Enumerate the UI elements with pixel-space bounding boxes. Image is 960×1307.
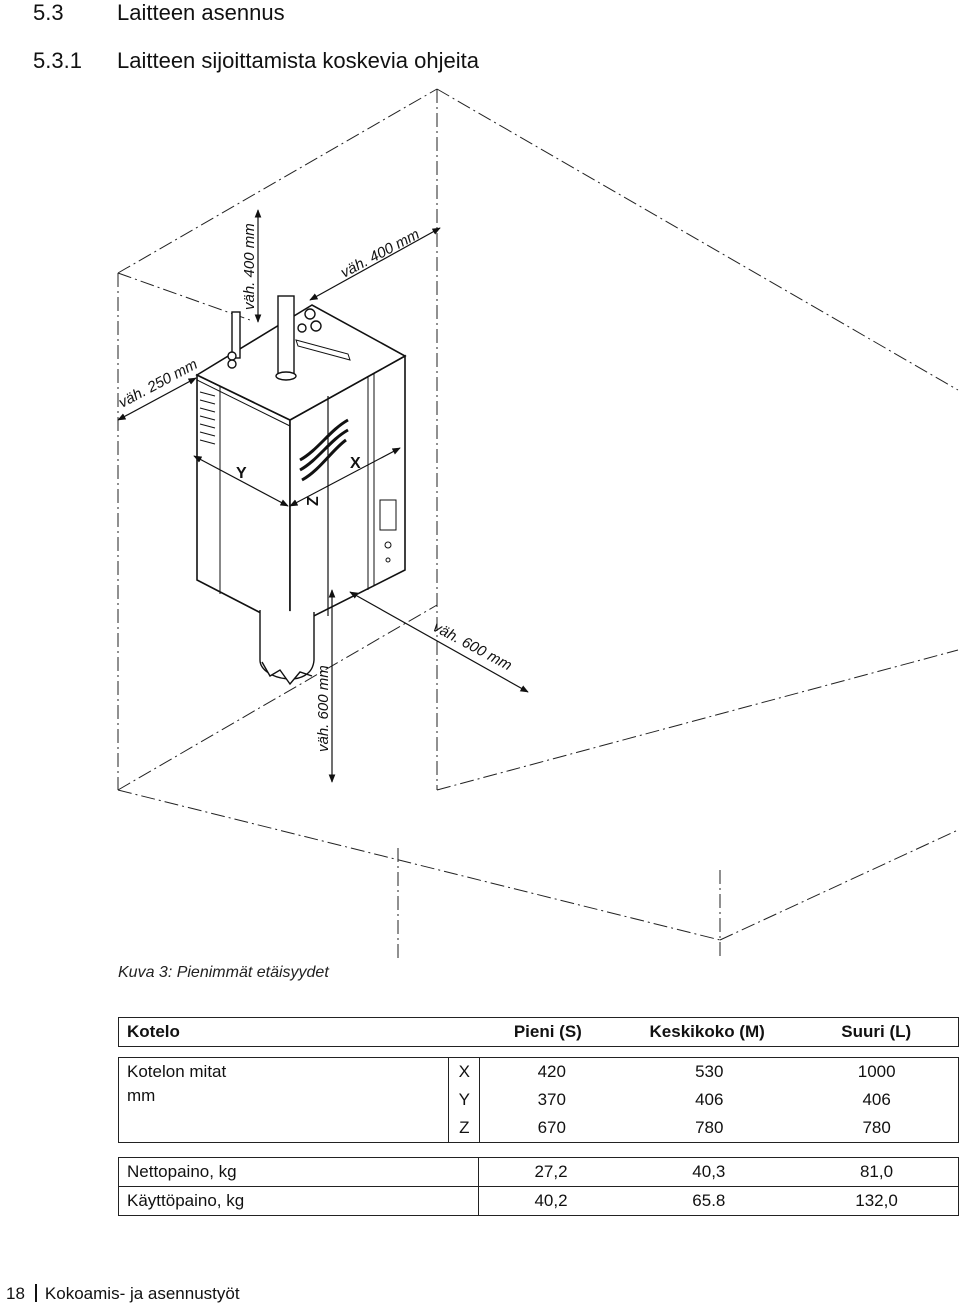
footer-section: Kokoamis- ja asennustyöt <box>44 1284 240 1303</box>
subheading-number: 5.3.1 <box>33 48 82 73</box>
dims-value: 406 <box>862 1090 891 1109</box>
header-small: Pieni (S) <box>513 1022 582 1041</box>
dims-row-z: Z 670 780 780 <box>118 1114 959 1143</box>
dims-value: 670 <box>537 1118 566 1137</box>
dims-row-x: Kotelon mitat X 420 530 1000 <box>118 1057 959 1086</box>
dims-label: Kotelon mitat <box>118 1057 450 1086</box>
weight-row-operating: Käyttöpaino, kg 40,2 65.8 132,0 <box>118 1186 959 1216</box>
weight-row-net: Nettopaino, kg 27,2 40,3 81,0 <box>118 1157 959 1187</box>
footer-separator <box>34 1284 37 1302</box>
dims-value: 530 <box>695 1062 724 1081</box>
figure-caption: Kuva 3: Pienimmät etäisyydet <box>118 964 329 981</box>
axis-x-label: X <box>350 455 361 472</box>
weight-label: Nettopaino, kg <box>118 1157 480 1187</box>
axis-y-label: Y <box>236 465 247 482</box>
header-medium: Keskikoko (M) <box>649 1022 765 1041</box>
spec-table-dimensions: Kotelon mitat X 420 530 1000 mm Y 370 40… <box>118 1057 959 1143</box>
heading-number: 5.3 <box>33 0 64 25</box>
dim-left-label: väh. 250 mm <box>116 356 201 412</box>
dims-row-y: mm Y 370 406 406 <box>118 1086 959 1114</box>
dims-value: 420 <box>537 1062 566 1081</box>
weight-value: 40,2 <box>534 1191 568 1210</box>
dim-top-label: väh. 400 mm <box>241 223 258 310</box>
spec-table-header: Kotelo Pieni (S) Keskikoko (M) Suuri (L) <box>118 1017 959 1047</box>
dims-value: 780 <box>695 1118 724 1137</box>
clearance-diagram: väh. 400 mm väh. 400 mm väh. 250 mm väh.… <box>116 88 959 960</box>
dims-value: 780 <box>862 1118 891 1137</box>
dim-bottom-label: väh. 600 mm <box>315 665 332 752</box>
dims-unit: mm <box>118 1086 450 1114</box>
header-row: Kotelo Pieni (S) Keskikoko (M) Suuri (L) <box>119 1018 959 1047</box>
dims-axis: Z <box>448 1114 481 1143</box>
spec-table-weights: Nettopaino, kg 27,2 40,3 81,0 Käyttöpain… <box>118 1157 959 1216</box>
dim-front-label: väh. 600 mm <box>430 619 515 675</box>
axis-z-label: Z <box>305 496 322 506</box>
weight-value: 132,0 <box>855 1191 898 1210</box>
dims-value: 370 <box>537 1090 566 1109</box>
page-footer: 18 Kokoamis- ja asennustyöt <box>6 1284 240 1304</box>
weight-label: Käyttöpaino, kg <box>118 1186 480 1216</box>
dims-value: 406 <box>695 1090 724 1109</box>
dims-value: 1000 <box>857 1062 896 1081</box>
header-kotelo: Kotelo <box>127 1022 180 1041</box>
dims-axis: X <box>448 1057 481 1086</box>
weight-value: 65.8 <box>692 1191 726 1210</box>
subheading-title: Laitteen sijoittamista koskevia ohjeita <box>117 48 479 73</box>
weight-value: 40,3 <box>692 1162 726 1181</box>
header-large: Suuri (L) <box>841 1022 912 1041</box>
weight-value: 27,2 <box>534 1162 568 1181</box>
page-number: 18 <box>6 1284 25 1303</box>
heading-title: Laitteen asennus <box>117 0 285 25</box>
dims-axis: Y <box>448 1086 481 1114</box>
dim-back-label: väh. 400 mm <box>338 226 423 282</box>
weight-value: 81,0 <box>859 1162 894 1181</box>
